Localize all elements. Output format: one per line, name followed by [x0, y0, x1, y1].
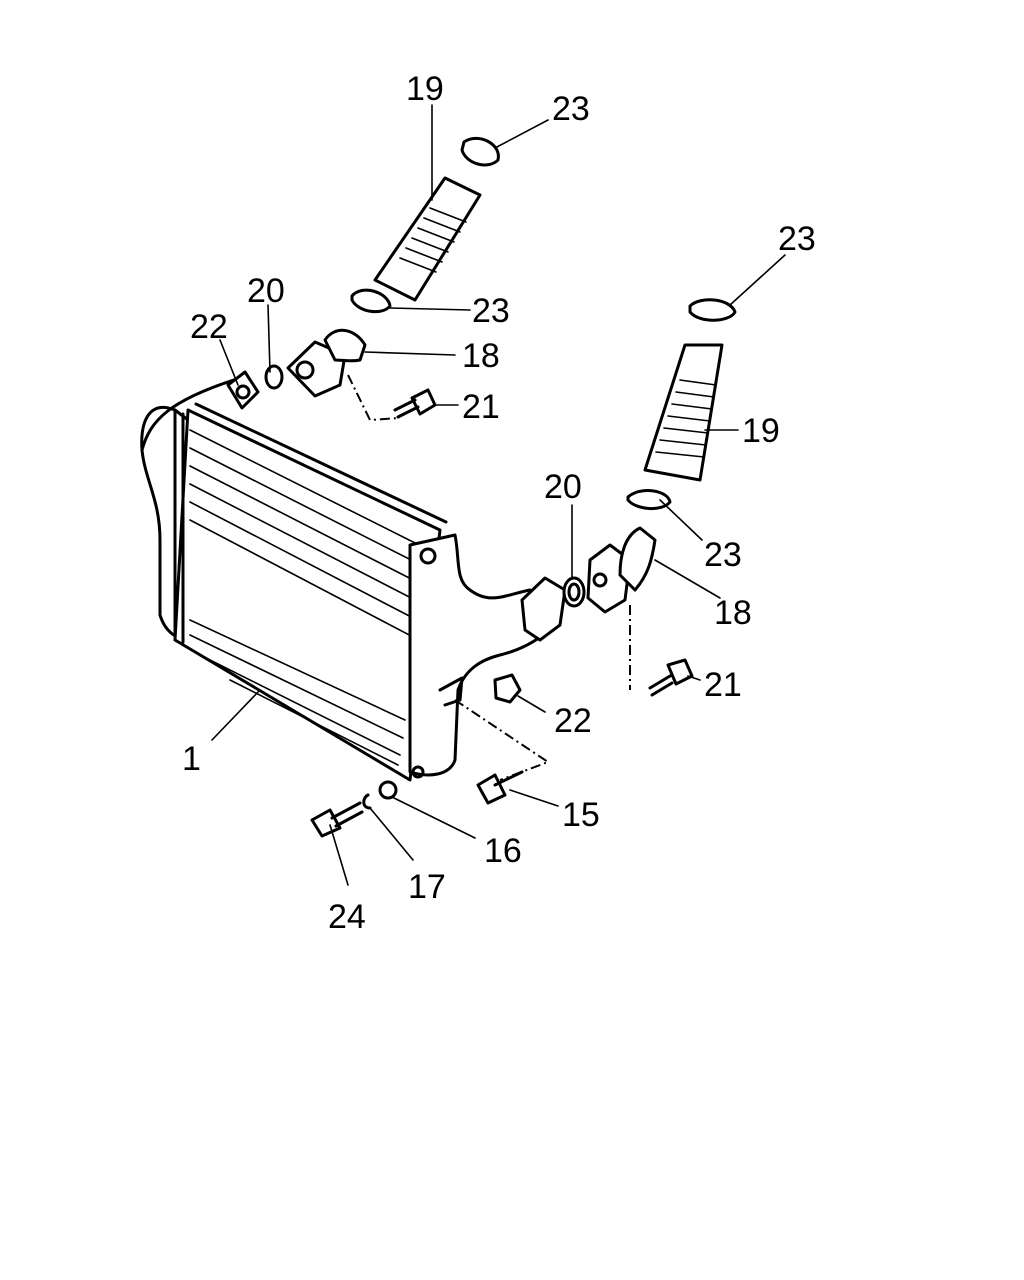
callout-19-right: 19 — [742, 412, 780, 450]
callout-20-left: 20 — [247, 272, 285, 310]
callout-22-left: 22 — [190, 308, 228, 346]
callout-16: 16 — [484, 832, 522, 870]
callout-23-mid-right: 23 — [704, 536, 742, 574]
callout-21-right: 21 — [704, 666, 742, 704]
callout-24: 24 — [328, 898, 366, 936]
callout-1: 1 — [182, 740, 201, 778]
callout-21-left: 21 — [462, 388, 500, 426]
left-bolt — [393, 388, 437, 419]
callout-23-top-right: 23 — [778, 220, 816, 258]
left-hose — [373, 176, 482, 302]
callout-23-mid-left: 23 — [472, 292, 510, 330]
intercooler-core — [140, 376, 562, 782]
callout-18-left: 18 — [462, 337, 500, 375]
callout-18-right: 18 — [714, 594, 752, 632]
callout-22-right: 22 — [554, 702, 592, 740]
bottom-fasteners — [310, 780, 398, 838]
left-pipe-assembly — [226, 136, 500, 422]
callout-20-right: 20 — [544, 468, 582, 506]
callout-19-left: 19 — [406, 70, 444, 108]
right-hose — [643, 343, 724, 482]
callout-17: 17 — [408, 868, 446, 906]
leader-lines — [211, 104, 786, 886]
callout-23-top-left: 23 — [552, 90, 590, 128]
callout-15: 15 — [562, 796, 600, 834]
right-bolt — [648, 658, 694, 697]
core-fins — [189, 429, 426, 766]
callout-labels: 19 23 23 20 23 22 18 21 19 20 23 18 21 2… — [182, 70, 816, 936]
right-pipe-assembly — [454, 298, 737, 805]
